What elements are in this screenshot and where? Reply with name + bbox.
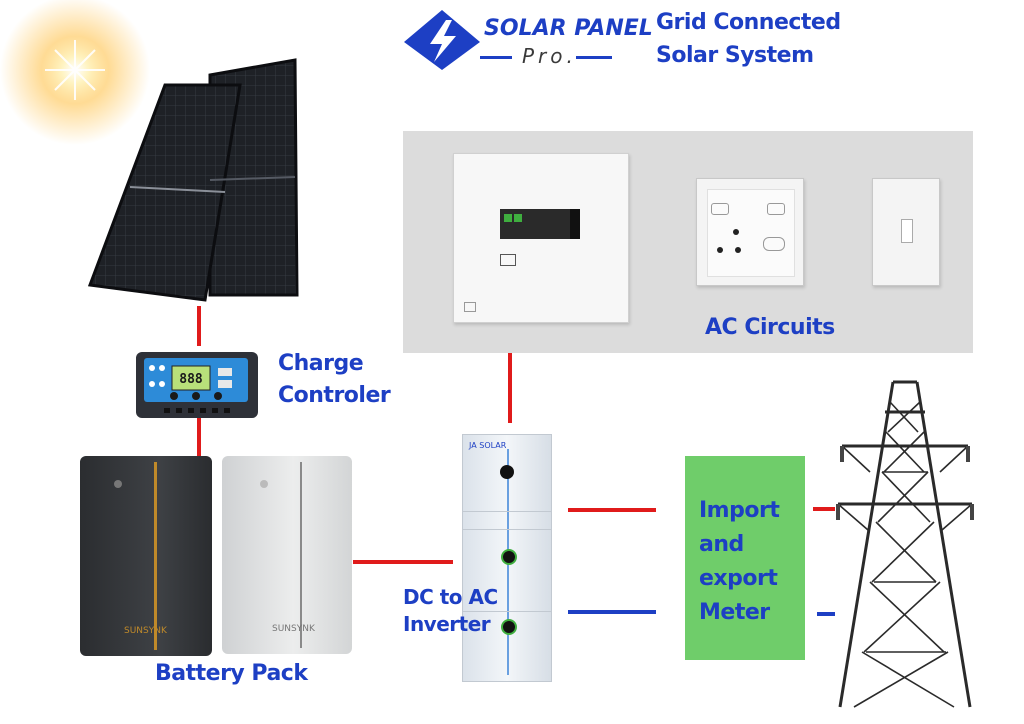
battery-pack-label: Battery Pack	[155, 661, 308, 686]
import-export-meter-box	[685, 456, 805, 660]
wire-inverter-to-meter-live	[568, 508, 656, 512]
distribution-board-image	[453, 153, 629, 323]
wire-controller-to-battery	[197, 418, 201, 463]
logo-divider-left	[480, 56, 512, 59]
wall-socket-image	[696, 178, 804, 286]
logo-brand-name: SOLAR PANEL	[484, 16, 653, 41]
logo-divider-right	[576, 56, 612, 59]
wire-panel-to-controller	[197, 306, 201, 346]
page-title-line2: Solar System	[656, 43, 814, 68]
inverter-brand: JA SOLAR	[469, 441, 507, 450]
page-title-line1: Grid Connected	[656, 10, 841, 35]
controller-display-value: 888	[179, 372, 203, 387]
ac-circuits-label: AC Circuits	[705, 315, 835, 340]
wire-battery-to-inverter	[353, 560, 453, 564]
charge-controller-image: 888	[136, 352, 258, 418]
charge-controller-label-line1: Charge	[278, 351, 364, 376]
transmission-tower-icon	[836, 380, 974, 708]
solar-panels-image	[87, 58, 299, 302]
light-switch-image	[872, 178, 940, 286]
battery-light-image: SUNSYNK	[222, 456, 352, 654]
meter-label-line1: Import	[699, 498, 780, 523]
meter-label-line4: Meter	[699, 600, 770, 625]
wire-meter-to-grid-neutral	[817, 612, 835, 616]
inverter-image: JA SOLAR	[462, 434, 552, 682]
charge-controller-label-line2: Controler	[278, 383, 391, 408]
wire-meter-to-grid-live	[813, 507, 835, 511]
meter-label-line2: and	[699, 532, 744, 557]
battery-light-brand: SUNSYNK	[272, 624, 315, 634]
solar-panel-pro-logo	[404, 10, 480, 70]
sun-icon	[0, 0, 150, 145]
inverter-label-line2: Inverter	[403, 612, 491, 636]
wire-inverter-to-meter-neutral	[568, 610, 656, 614]
meter-label-line3: export	[699, 566, 778, 591]
inverter-label-line1: DC to AC	[403, 585, 498, 609]
meter-label: Import and export Meter	[699, 494, 799, 630]
wire-ac-to-inverter	[508, 353, 512, 423]
battery-dark-image: SUNSYNK	[80, 456, 212, 656]
logo-brand-sub: Pro.	[522, 44, 577, 68]
battery-dark-brand: SUNSYNK	[124, 626, 167, 636]
